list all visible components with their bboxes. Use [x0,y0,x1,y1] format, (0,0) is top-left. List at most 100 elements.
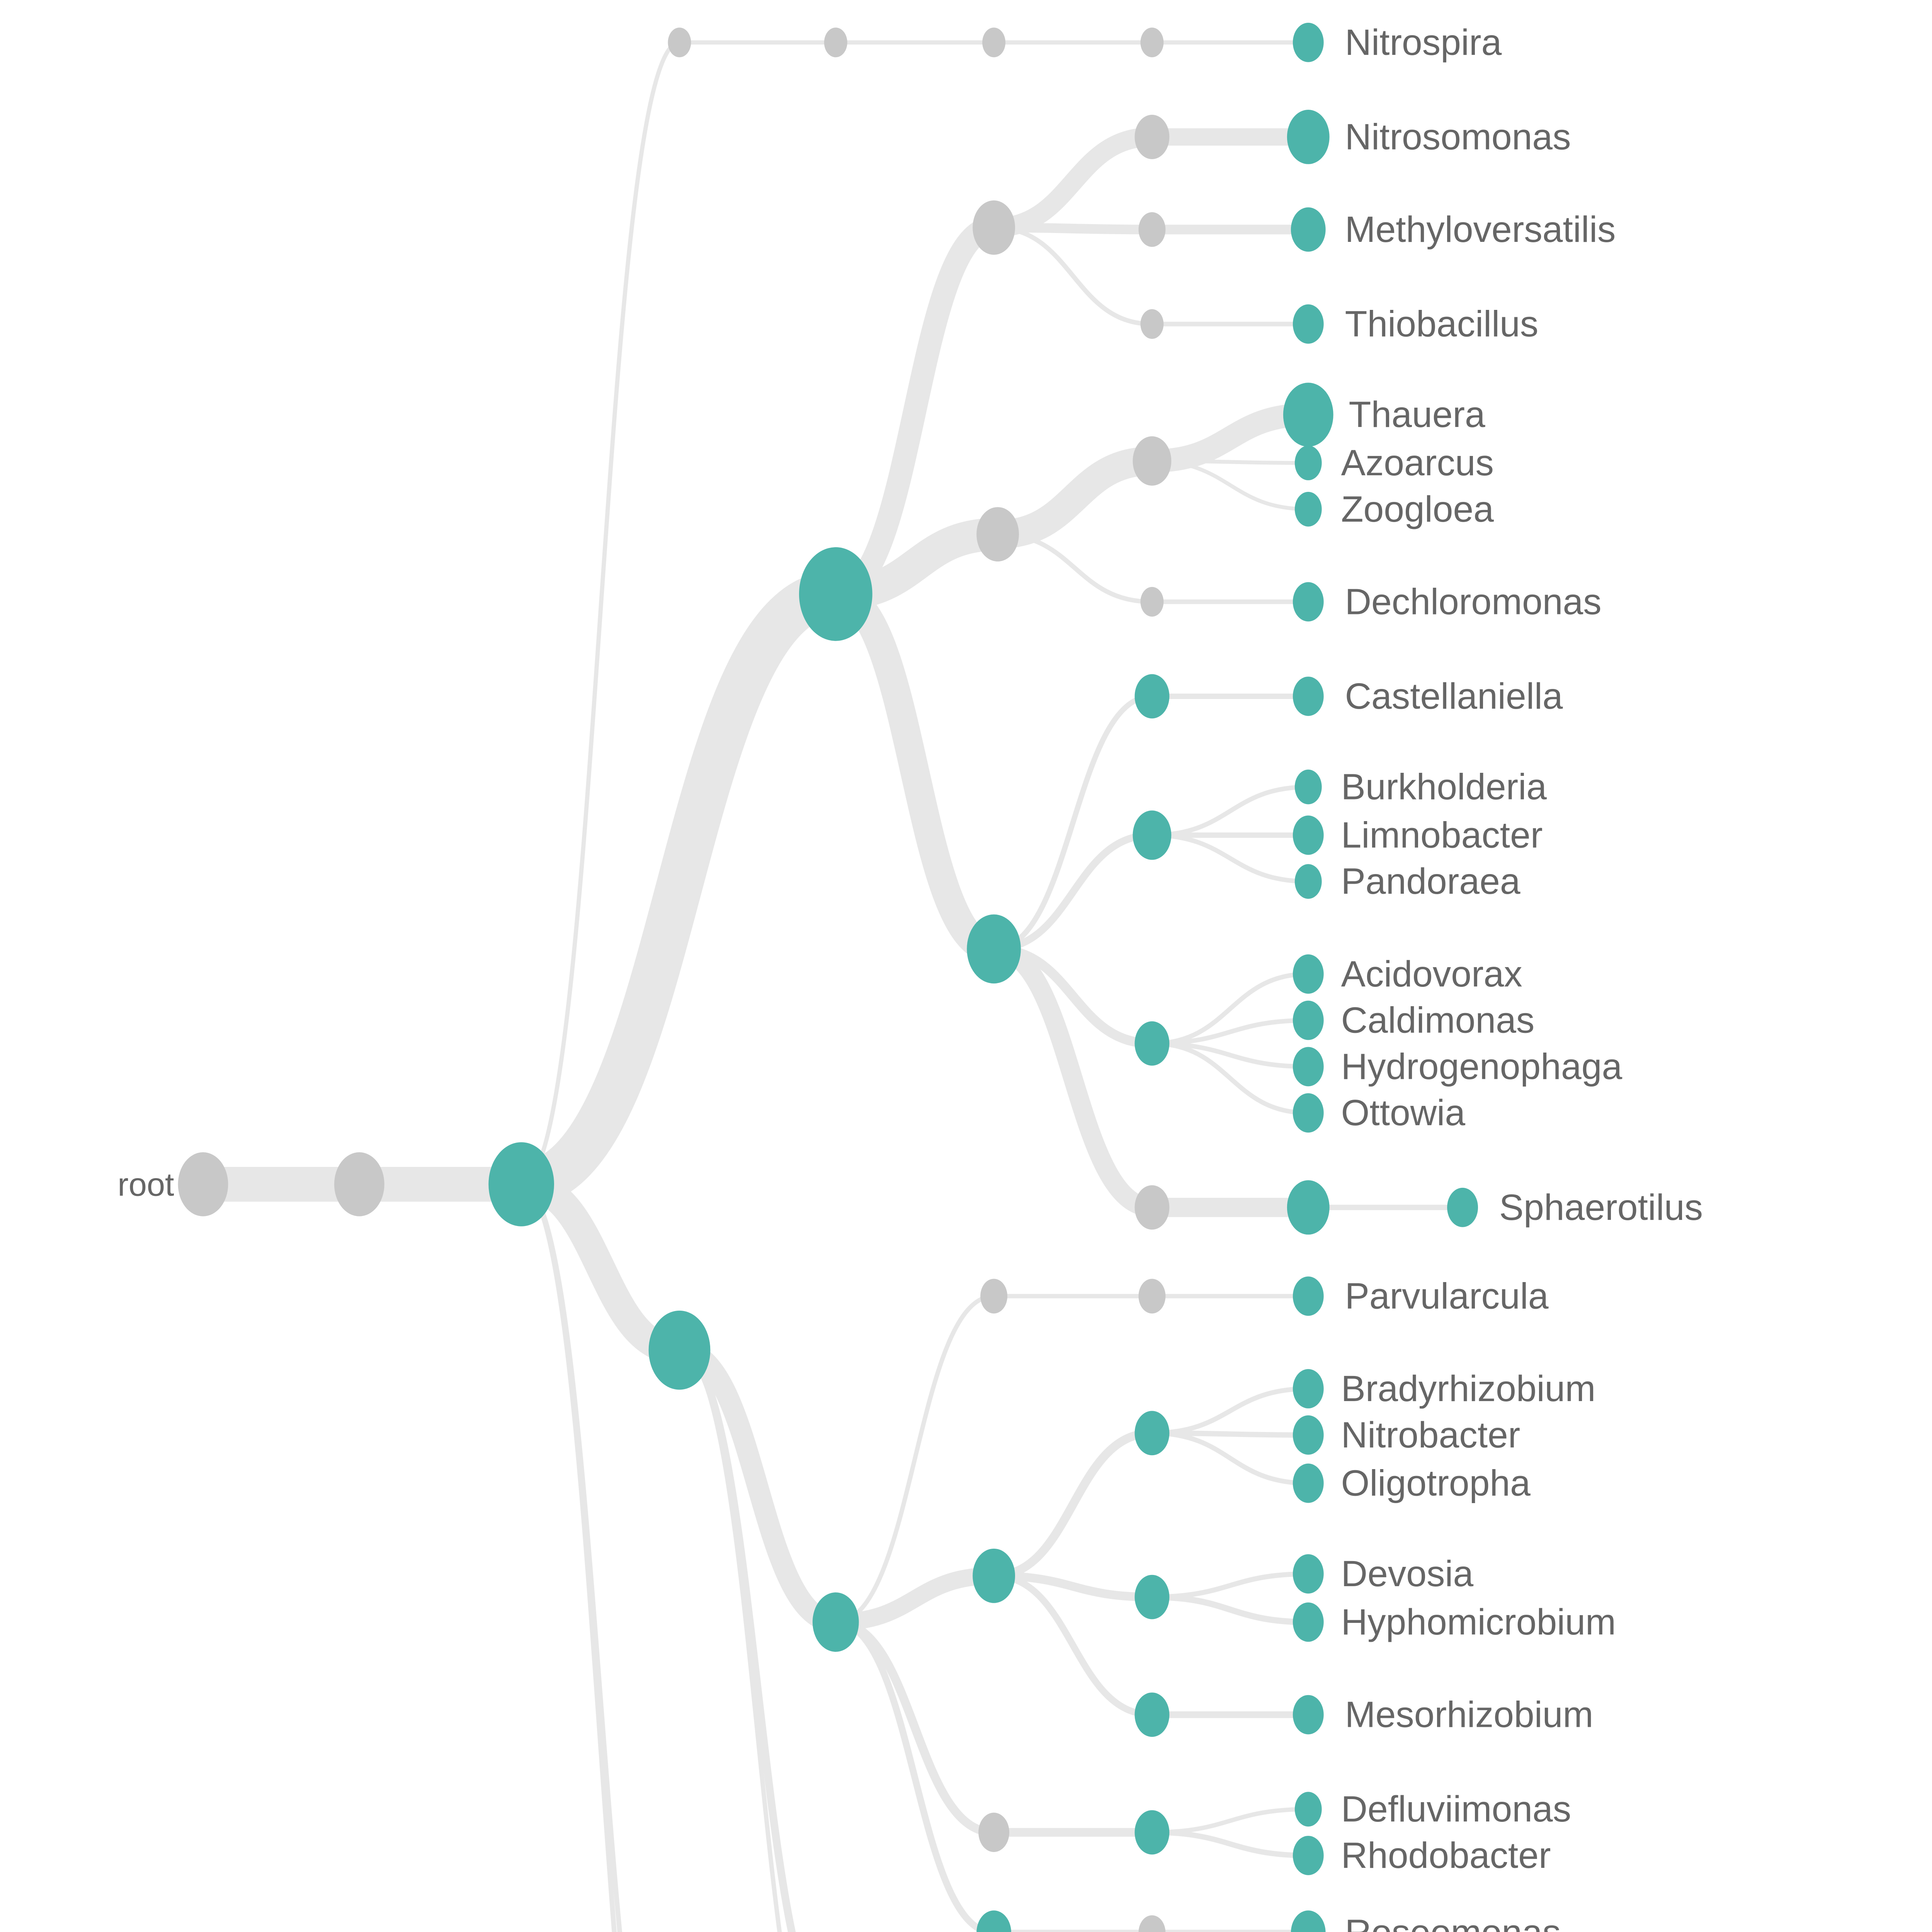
node-root-level-1[interactable] [334,1152,384,1216]
lineage-edge [1150,784,1311,838]
lineage-edge [1149,1571,1311,1600]
label-bradyrhizobium: Bradyrhizobium [1341,1368,1596,1409]
lineage-edge [1150,833,1311,884]
lineage-edge [833,1294,996,1624]
label-nitrosomonas: Nitrosomonas [1345,116,1571,157]
node-pandoraea-leaf[interactable] [1294,864,1322,899]
taxa-nodes [178,22,1478,1932]
label-burkholderia: Burkholderia [1341,767,1547,808]
node-sphaerotilus-leaf[interactable] [1447,1187,1478,1227]
node-ottowia-leaf[interactable] [1293,1093,1324,1133]
node-roseomonas-l6[interactable] [1138,1915,1166,1932]
node-nitrospira-l4[interactable] [824,27,847,58]
node-dechloromonas-l6[interactable] [1140,587,1164,617]
lineage-edge [1149,1594,1311,1625]
node-methyloversatilis-leaf[interactable] [1291,207,1326,252]
node-hyphomicrobium-leaf[interactable] [1293,1602,1324,1642]
node-rhodobacter-leaf[interactable] [1293,1836,1324,1875]
lineage-edge [1149,1830,1311,1858]
node-defluviimonas-leaf[interactable] [1294,1792,1322,1827]
node-azoarcus-leaf[interactable] [1294,446,1322,480]
lineage-edge [821,580,1009,964]
node-phyllobacteriaceae-branch[interactable] [1134,1692,1170,1737]
node-castellaniella-l6[interactable] [1134,674,1170,719]
lineage-edge [983,446,1167,549]
node-burkholderia-leaf[interactable] [1294,769,1322,804]
label-thauera: Thauera [1349,394,1485,435]
lineage-edge [989,1429,1156,1580]
node-roseomonas-l5[interactable] [976,1910,1012,1932]
lineage-edge [832,1619,997,1932]
node-alpha-inner[interactable] [812,1592,859,1652]
node-rhizobiales-branch[interactable] [973,1548,1015,1603]
node-hyphomicrobiaceae-branch[interactable] [1134,1575,1170,1619]
node-burkholderiaceae-branch[interactable] [1133,810,1172,860]
node-limnobacter-leaf[interactable] [1293,815,1324,855]
lineage-edge [519,1182,617,1932]
node-devosia-leaf[interactable] [1293,1554,1324,1594]
lineage-edge [1150,1386,1311,1436]
lineage-edge [1150,459,1310,465]
node-nitrospira-l5[interactable] [982,27,1006,58]
node-zoogloea-leaf[interactable] [1294,492,1322,527]
node-roseomonas-leaf[interactable] [1291,1910,1326,1932]
label-limnobacter: Limnobacter [1341,815,1543,855]
node-beta-branch[interactable] [799,547,872,641]
lineage-edge [990,831,1156,953]
label-thiobacillus: Thiobacillus [1345,304,1539,345]
node-burkholderiales-branch[interactable] [967,914,1021,984]
node-nitrospira-leaf[interactable] [1293,22,1324,62]
label-devosia: Devosia [1341,1553,1474,1594]
node-nitrospira-l3[interactable] [668,27,691,58]
lineage-edge [677,1348,782,1932]
node-parvularcula-l6[interactable] [1138,1279,1166,1314]
node-oligotropha-leaf[interactable] [1293,1463,1324,1503]
lineage-edge [831,1617,998,1837]
node-nitrospira-l6[interactable] [1140,27,1164,58]
label-roseomonas: Roseomonas [1345,1912,1561,1932]
node-methyloversatilis-l6[interactable] [1138,212,1166,247]
node-sphaerotilus-l6[interactable] [1134,1185,1170,1230]
label-mesorhizobium: Mesorhizobium [1345,1694,1594,1735]
label-methyloversatilis: Methyloversatilis [1345,209,1616,250]
label-caldimonas: Caldimonas [1341,1000,1535,1041]
lineage-edge [498,571,859,1208]
node-nitrosomonas-leaf[interactable] [1287,110,1330,164]
label-castellaniella: Castellaniella [1345,676,1563,717]
node-sphaerotilus-l7[interactable] [1287,1180,1330,1235]
node-nitrobacter-leaf[interactable] [1293,1415,1324,1455]
taxa-labels: rootNitrospiraNitrosomonasMethyloversati… [117,22,1703,1932]
node-comamonadaceae-branch[interactable] [1134,1021,1170,1066]
node-castellaniella-leaf[interactable] [1293,677,1324,716]
node-mesorhizobium-leaf[interactable] [1293,1695,1324,1735]
label-pandoraea: Pandoraea [1341,861,1520,902]
lineage-edge [519,40,682,1187]
label-root: root [117,1166,174,1202]
node-hydrogenophaga-leaf[interactable] [1293,1047,1324,1087]
node-root-level-2[interactable] [488,1142,554,1226]
node-rhodocyclales-branch[interactable] [976,507,1019,562]
node-nitrosomonas-l6[interactable] [1134,115,1170,159]
node-bradyrhizobiaceae-branch[interactable] [1134,1411,1170,1456]
node-thiobacillus-l6[interactable] [1140,309,1164,339]
node-rhodobacteraceae-branch[interactable] [1134,1810,1170,1855]
node-thauera-leaf[interactable] [1283,383,1333,447]
node-rhodocyclaceae-branch[interactable] [1133,436,1172,486]
node-caldimonas-leaf[interactable] [1293,1000,1324,1040]
label-hyphomicrobium: Hyphomicrobium [1341,1602,1616,1643]
node-parvularcula-leaf[interactable] [1293,1276,1324,1316]
node-root-level-0[interactable] [178,1152,228,1216]
node-nitrosomonadales-branch[interactable] [973,200,1015,255]
node-rhodobacterales-l5[interactable] [978,1813,1010,1852]
lineage-edge [1140,403,1320,473]
node-alpha-branch[interactable] [648,1310,711,1390]
lineage-edge [995,532,1155,604]
node-bradyrhizobium-leaf[interactable] [1293,1369,1324,1408]
node-thiobacillus-leaf[interactable] [1293,304,1324,344]
node-acidovorax-leaf[interactable] [1293,954,1324,994]
node-parvularcula-l5[interactable] [980,1279,1008,1314]
node-dechloromonas-leaf[interactable] [1293,582,1324,622]
label-defluviimonas: Defluviimonas [1341,1789,1571,1830]
label-azoarcus: Azoarcus [1341,442,1494,483]
